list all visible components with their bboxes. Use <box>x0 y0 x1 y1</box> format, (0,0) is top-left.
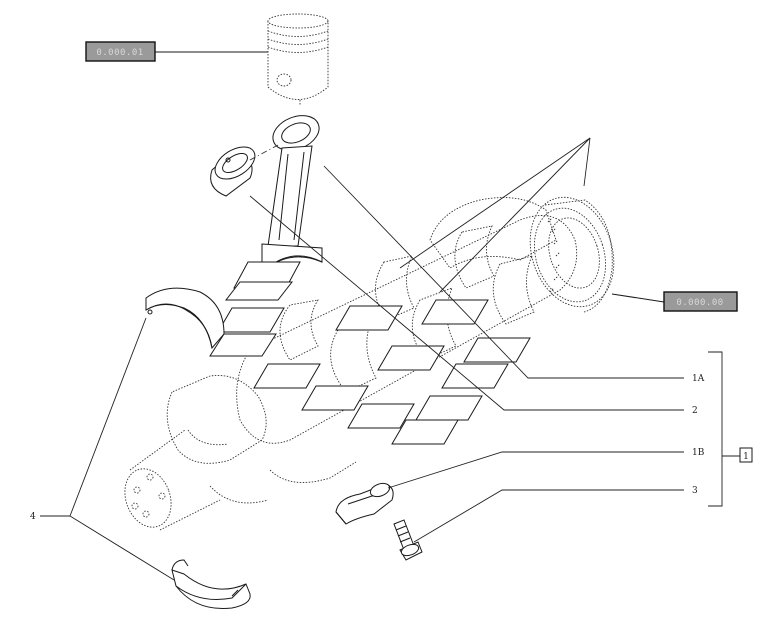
piston-reference: 0.000.01 <box>85 41 268 62</box>
connecting-rod <box>261 115 323 267</box>
cap-bolt <box>393 519 423 561</box>
main-bearing-lower-shell <box>171 559 251 610</box>
callout-4: 4 <box>30 512 36 522</box>
crankshaft-outline <box>124 196 615 531</box>
group-callout: 1 <box>743 452 749 462</box>
callout-2: 2 <box>692 406 698 416</box>
leader-lines <box>40 137 684 581</box>
piston-reference-label: 0.000.01 <box>96 48 143 58</box>
piston-reference-box <box>85 41 156 62</box>
small-end-bushing <box>210 146 256 197</box>
piston-outline <box>267 13 329 106</box>
main-bearing-upper-shell <box>145 287 225 350</box>
group-callout-box <box>739 447 753 463</box>
flywheel-reference-box <box>663 291 738 312</box>
flywheel-reference-label: 0.000.00 <box>676 298 723 308</box>
callout-1a: 1A <box>692 374 705 384</box>
bearing-shell-plates <box>209 261 531 445</box>
group-bracket: 1 <box>708 351 753 507</box>
rod-bearing-shell <box>335 482 394 525</box>
flywheel-reference: 0.000.00 <box>611 291 738 312</box>
callout-3: 3 <box>692 486 698 496</box>
callout-1b: 1B <box>692 448 705 458</box>
